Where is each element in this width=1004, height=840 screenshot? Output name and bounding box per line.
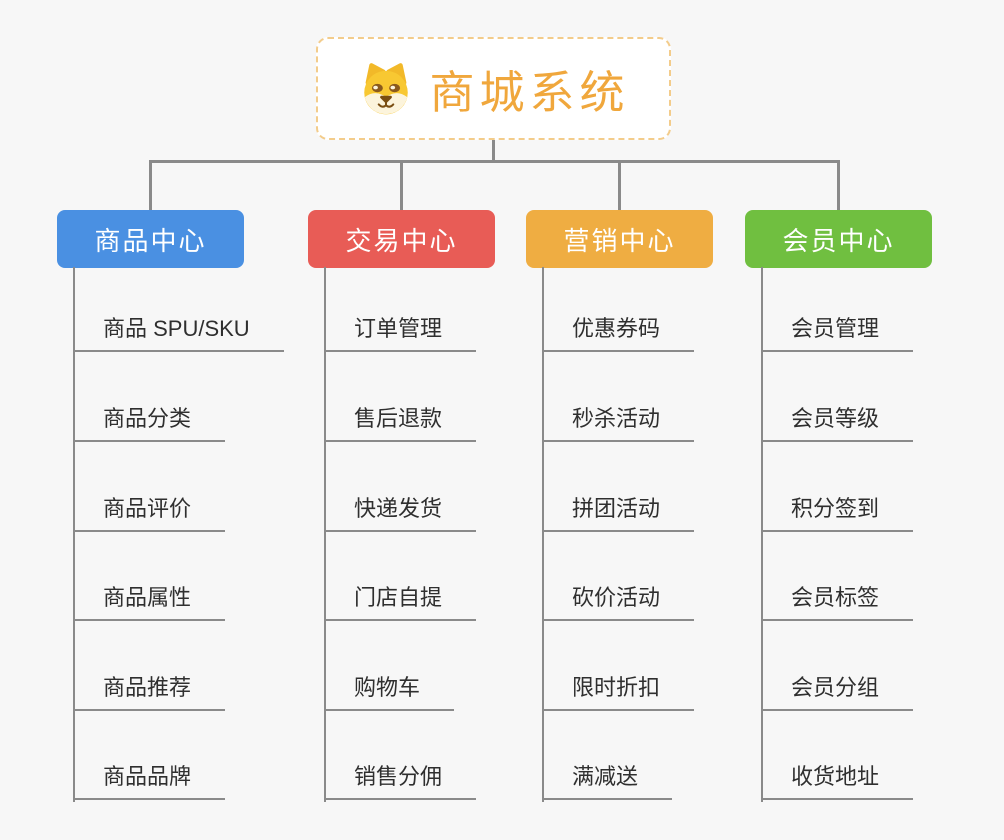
branch-column-product: 商品中心 商品 SPU/SKU 商品分类 商品评价 商品属性 商品推荐 商品品牌: [57, 0, 337, 840]
root-node-mall-system[interactable]: 商城系统: [316, 37, 671, 140]
leaf-node[interactable]: 积分签到: [761, 494, 914, 532]
branch-trunk-line: [761, 267, 763, 802]
leaf-node[interactable]: 商品评价: [73, 494, 226, 532]
leaf-node[interactable]: 会员分组: [761, 673, 914, 711]
leaf-node[interactable]: 会员标签: [761, 583, 914, 621]
branch-trunk-line: [542, 267, 544, 802]
connector-drop-member: [837, 160, 840, 211]
branch-trunk-line: [324, 267, 326, 802]
leaf-node[interactable]: 商品分类: [73, 404, 226, 442]
leaf-node[interactable]: 商品品牌: [73, 762, 226, 800]
branch-column-member: 会员中心 会员管理 会员等级 积分签到 会员标签 会员分组 收货地址: [745, 0, 1004, 840]
leaf-node[interactable]: 砍价活动: [542, 583, 695, 621]
leaf-node[interactable]: 限时折扣: [542, 673, 695, 711]
leaf-node[interactable]: 门店自提: [324, 583, 477, 621]
leaf-node[interactable]: 优惠券码: [542, 314, 695, 352]
leaf-node[interactable]: 购物车: [324, 673, 455, 711]
leaf-node[interactable]: 收货地址: [761, 762, 914, 800]
leaf-node[interactable]: 秒杀活动: [542, 404, 695, 442]
connector-horizontal: [149, 160, 840, 163]
leaf-node[interactable]: 满减送: [542, 762, 673, 800]
connector-drop-marketing: [618, 160, 621, 211]
branch-node-product-center[interactable]: 商品中心: [57, 210, 244, 268]
leaf-node[interactable]: 拼团活动: [542, 494, 695, 532]
leaf-node[interactable]: 销售分佣: [324, 762, 477, 800]
connector-drop-trade: [400, 160, 403, 211]
leaf-node[interactable]: 会员管理: [761, 314, 914, 352]
branch-column-marketing: 营销中心 优惠券码 秒杀活动 拼团活动 砍价活动 限时折扣 满减送: [526, 0, 806, 840]
leaf-node[interactable]: 售后退款: [324, 404, 477, 442]
connector-root-stub: [492, 140, 495, 162]
branch-column-trade: 交易中心 订单管理 售后退款 快递发货 门店自提 购物车 销售分佣: [308, 0, 588, 840]
branch-node-trade-center[interactable]: 交易中心: [308, 210, 495, 268]
leaf-node[interactable]: 会员等级: [761, 404, 914, 442]
root-title: 商城系统: [429, 67, 630, 118]
leaf-node[interactable]: 快递发货: [324, 494, 477, 532]
leaf-node[interactable]: 商品 SPU/SKU: [73, 314, 284, 352]
leaf-node[interactable]: 商品属性: [73, 583, 226, 621]
leaf-node[interactable]: 商品推荐: [73, 673, 226, 711]
doge-icon: [364, 62, 409, 114]
branch-node-member-center[interactable]: 会员中心: [745, 210, 932, 268]
connector-drop-product: [149, 160, 152, 211]
leaf-node[interactable]: 订单管理: [324, 314, 477, 352]
branch-node-marketing-center[interactable]: 营销中心: [526, 210, 713, 268]
branch-trunk-line: [73, 267, 75, 802]
